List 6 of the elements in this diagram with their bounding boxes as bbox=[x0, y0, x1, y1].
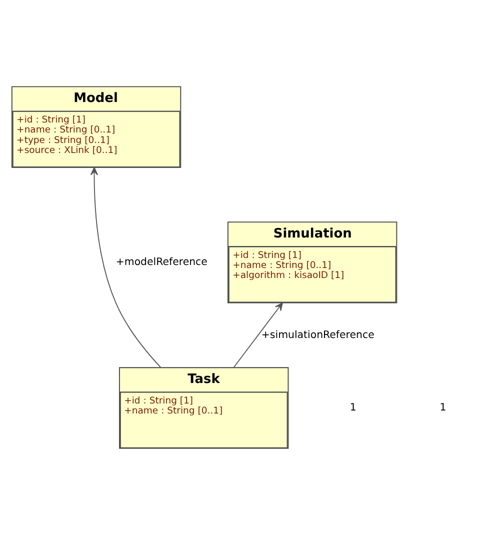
edge-label: +modelReference bbox=[116, 256, 208, 268]
arrow bbox=[90, 166, 162, 368]
label: 1 bbox=[350, 402, 356, 414]
edge-label: +simulationReference bbox=[261, 329, 374, 340]
arrow bbox=[233, 302, 283, 368]
label: 1 bbox=[440, 402, 446, 414]
